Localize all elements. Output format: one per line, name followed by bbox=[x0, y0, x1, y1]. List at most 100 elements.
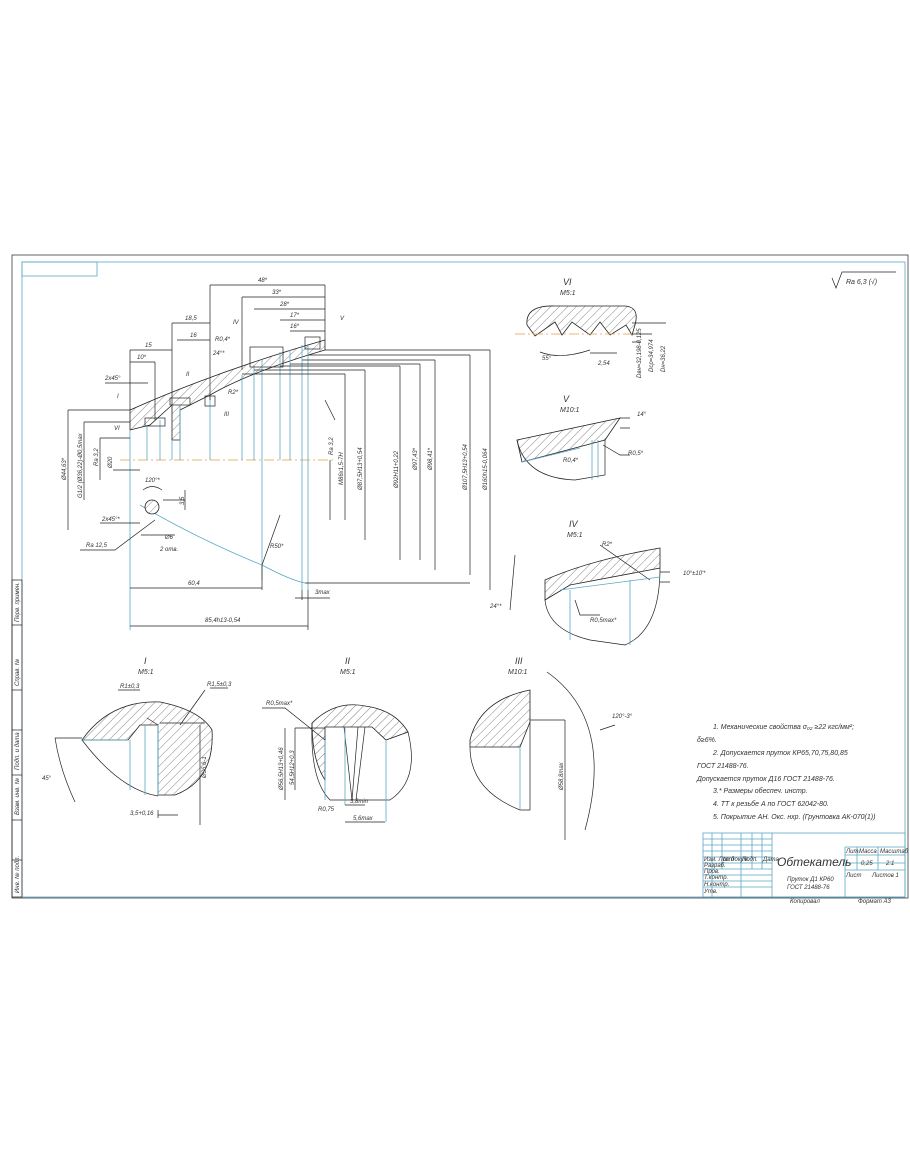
dimension-label: V bbox=[563, 394, 570, 404]
dimension-label: VI bbox=[114, 426, 120, 432]
dimension-label: 55° bbox=[542, 356, 552, 362]
dimension-label: Ø36,6-1 bbox=[202, 756, 208, 779]
dimension-label: Дата bbox=[762, 857, 779, 863]
dimension-label: M5:1 bbox=[560, 290, 576, 297]
dimension-label: Н.контр. bbox=[704, 882, 729, 888]
dimension-label: Изм. Лист bbox=[704, 857, 734, 863]
dimension-label: Утв. bbox=[703, 889, 718, 895]
dimension-label: Ø58,8max bbox=[559, 761, 565, 791]
stamp-text: Перв. примен. bbox=[15, 582, 21, 622]
dimension-label: Ø160h15-0,064 bbox=[483, 448, 489, 491]
dimension-label: R0,75 bbox=[318, 807, 335, 813]
dimension-label: Лист bbox=[845, 873, 861, 879]
stamp-text: Взам. инв. № bbox=[14, 777, 21, 815]
dimension-label: 10* bbox=[137, 355, 147, 361]
dimension-label: II bbox=[345, 656, 351, 666]
dimension-label: M5:1 bbox=[340, 669, 356, 676]
section-iii: III M10:1 120°-3° Ø58,8max bbox=[469, 656, 633, 840]
technical-notes: 1. Механические свойства σ₀₂ ≥22 кгс/мм²… bbox=[696, 723, 875, 821]
dimension-label: 3,5+0,16 bbox=[130, 811, 154, 817]
dimension-label: R0,5max* bbox=[266, 701, 293, 707]
dimension-label: Пруток Д1 КР60 bbox=[787, 877, 834, 883]
dimension-label: Ø87,5H13+0,54 bbox=[358, 447, 364, 491]
dimension-label: Ra 3,2 bbox=[329, 437, 335, 455]
stamp-text: Инв. № подл. bbox=[14, 856, 21, 893]
section-v: V M10:1 14° R0,4* R0,5* bbox=[516, 394, 647, 481]
side-stamp: Перв. примен. Справ. № Подп. и дата Взам… bbox=[11, 579, 23, 898]
dimension-label: Ø44,63* bbox=[62, 457, 68, 481]
sheet-frame bbox=[11, 254, 909, 899]
dimension-label: 3,5 bbox=[180, 496, 186, 505]
dimension-label: 15 bbox=[145, 343, 152, 349]
dimension-label: 2. Допускается пруток КР65,70,75,80,85 bbox=[712, 750, 848, 757]
dimension-label: VI bbox=[563, 277, 572, 287]
dimension-label: 1. Механические свойства σ₀₂ ≥22 кгс/мм²… bbox=[713, 723, 854, 731]
dimension-label: R50* bbox=[270, 544, 284, 550]
dimension-label: Dн=36,22 bbox=[661, 345, 667, 372]
dimension-label: 2:1 bbox=[885, 861, 894, 867]
dimension-label: 16 bbox=[190, 333, 197, 339]
dimension-label: Dср=34,974 bbox=[649, 339, 655, 372]
part-name: Обтекатель bbox=[777, 855, 851, 869]
dimension-label: Копировал bbox=[790, 899, 820, 905]
section-iv: IV M5:1 R2* 10°±10'* 24°* R0,5max* bbox=[489, 519, 706, 646]
dimension-label: 3.* Размеры обеспеч. инстр. bbox=[713, 787, 808, 795]
dimension-label: 24°* bbox=[212, 351, 225, 357]
dimension-label: 120°* bbox=[145, 478, 160, 484]
dimension-label: M10:1 bbox=[560, 407, 580, 414]
section-ii: II M5:1 R0,5max* Ø56,5H13+0,46 54,5H12+0… bbox=[262, 656, 412, 823]
dimension-label: 3max bbox=[315, 590, 331, 596]
dimension-label: IV bbox=[569, 519, 579, 529]
dimension-label: № докум. bbox=[723, 856, 749, 863]
dimension-label: R1,5±0,3 bbox=[207, 682, 232, 688]
dimension-label: δ≥6%. bbox=[697, 737, 717, 744]
dimension-label: Ø92H11+0,22 bbox=[394, 450, 400, 489]
section-i: I M5:1 R1±0,3 R1,5±0,3 45° 3,5+0,16 Ø36,… bbox=[42, 656, 232, 825]
dimension-label: IV bbox=[233, 320, 240, 326]
dimension-label: III bbox=[224, 412, 229, 418]
detail-box-iv bbox=[249, 346, 284, 368]
dimension-label: 4. ТТ к резьбе А по ГОСТ 62042-80. bbox=[713, 800, 829, 808]
dimension-label: R2* bbox=[228, 390, 239, 396]
dimension-label: Формат А3 bbox=[858, 899, 891, 905]
dimension-label: ГОСТ 21488-76. bbox=[697, 763, 749, 770]
dimension-label: 2 отв. bbox=[159, 547, 178, 553]
dimension-label: Допускается пруток Д16 ГОСТ 21488-76. bbox=[696, 776, 835, 783]
dimension-label: 18,5 bbox=[185, 316, 197, 322]
dimension-label: 10°±10'* bbox=[683, 571, 706, 577]
dimension-label: Ra 12,5 bbox=[86, 543, 108, 549]
dimension-label: III bbox=[515, 656, 523, 666]
dimension-label: R0,5* bbox=[628, 451, 644, 457]
dimension-label: 2x45°* bbox=[101, 517, 120, 523]
dimension-label: 120°-3° bbox=[612, 714, 633, 720]
dimension-label: Ø107,5H13+0,54 bbox=[463, 443, 469, 491]
dimension-label: Разраб. bbox=[704, 863, 726, 869]
dimension-label: 14° bbox=[637, 412, 647, 418]
dimension-label: 28* bbox=[279, 302, 290, 308]
dimension-label: 2,54 bbox=[597, 361, 610, 367]
title-block: Изм. Лист № докум. Подп. Дата Разраб. Пр… bbox=[702, 832, 909, 905]
dimension-label: Пров. bbox=[704, 869, 720, 875]
dimension-label: 85,4h13-0,54 bbox=[205, 618, 241, 624]
detail-box-v bbox=[304, 336, 321, 350]
dimension-label: Лит. bbox=[845, 849, 860, 855]
dimension-label: I bbox=[144, 656, 147, 666]
profile-section bbox=[129, 339, 326, 441]
dimension-label: 17* bbox=[290, 313, 300, 319]
dimension-label: ГОСТ 21488-76 bbox=[787, 885, 830, 891]
dimension-label: Ra 6,3 (√) bbox=[846, 278, 877, 286]
dimension-label: Dвн=32,198-0,125 bbox=[637, 328, 643, 378]
dimension-label: R1±0,3 bbox=[120, 684, 140, 690]
dimension-label: 33* bbox=[272, 290, 282, 296]
dimension-label: 54,5H12+0,3 bbox=[290, 750, 296, 785]
dimension-label: Ra 3,2 bbox=[94, 448, 100, 466]
dimension-label: 5,6max bbox=[353, 816, 374, 822]
dimension-label: G1/2 (Ø36,22)-Ø0,5max bbox=[78, 432, 84, 498]
dimension-label: Ø6 bbox=[164, 535, 174, 541]
dimension-label: Масса bbox=[859, 849, 877, 855]
dimension-label: M86x1,5-7H bbox=[339, 452, 345, 485]
dimension-label: M5:1 bbox=[567, 532, 583, 539]
dimension-label: M5:1 bbox=[138, 669, 154, 676]
dimension-label: 3,8min bbox=[350, 799, 369, 805]
